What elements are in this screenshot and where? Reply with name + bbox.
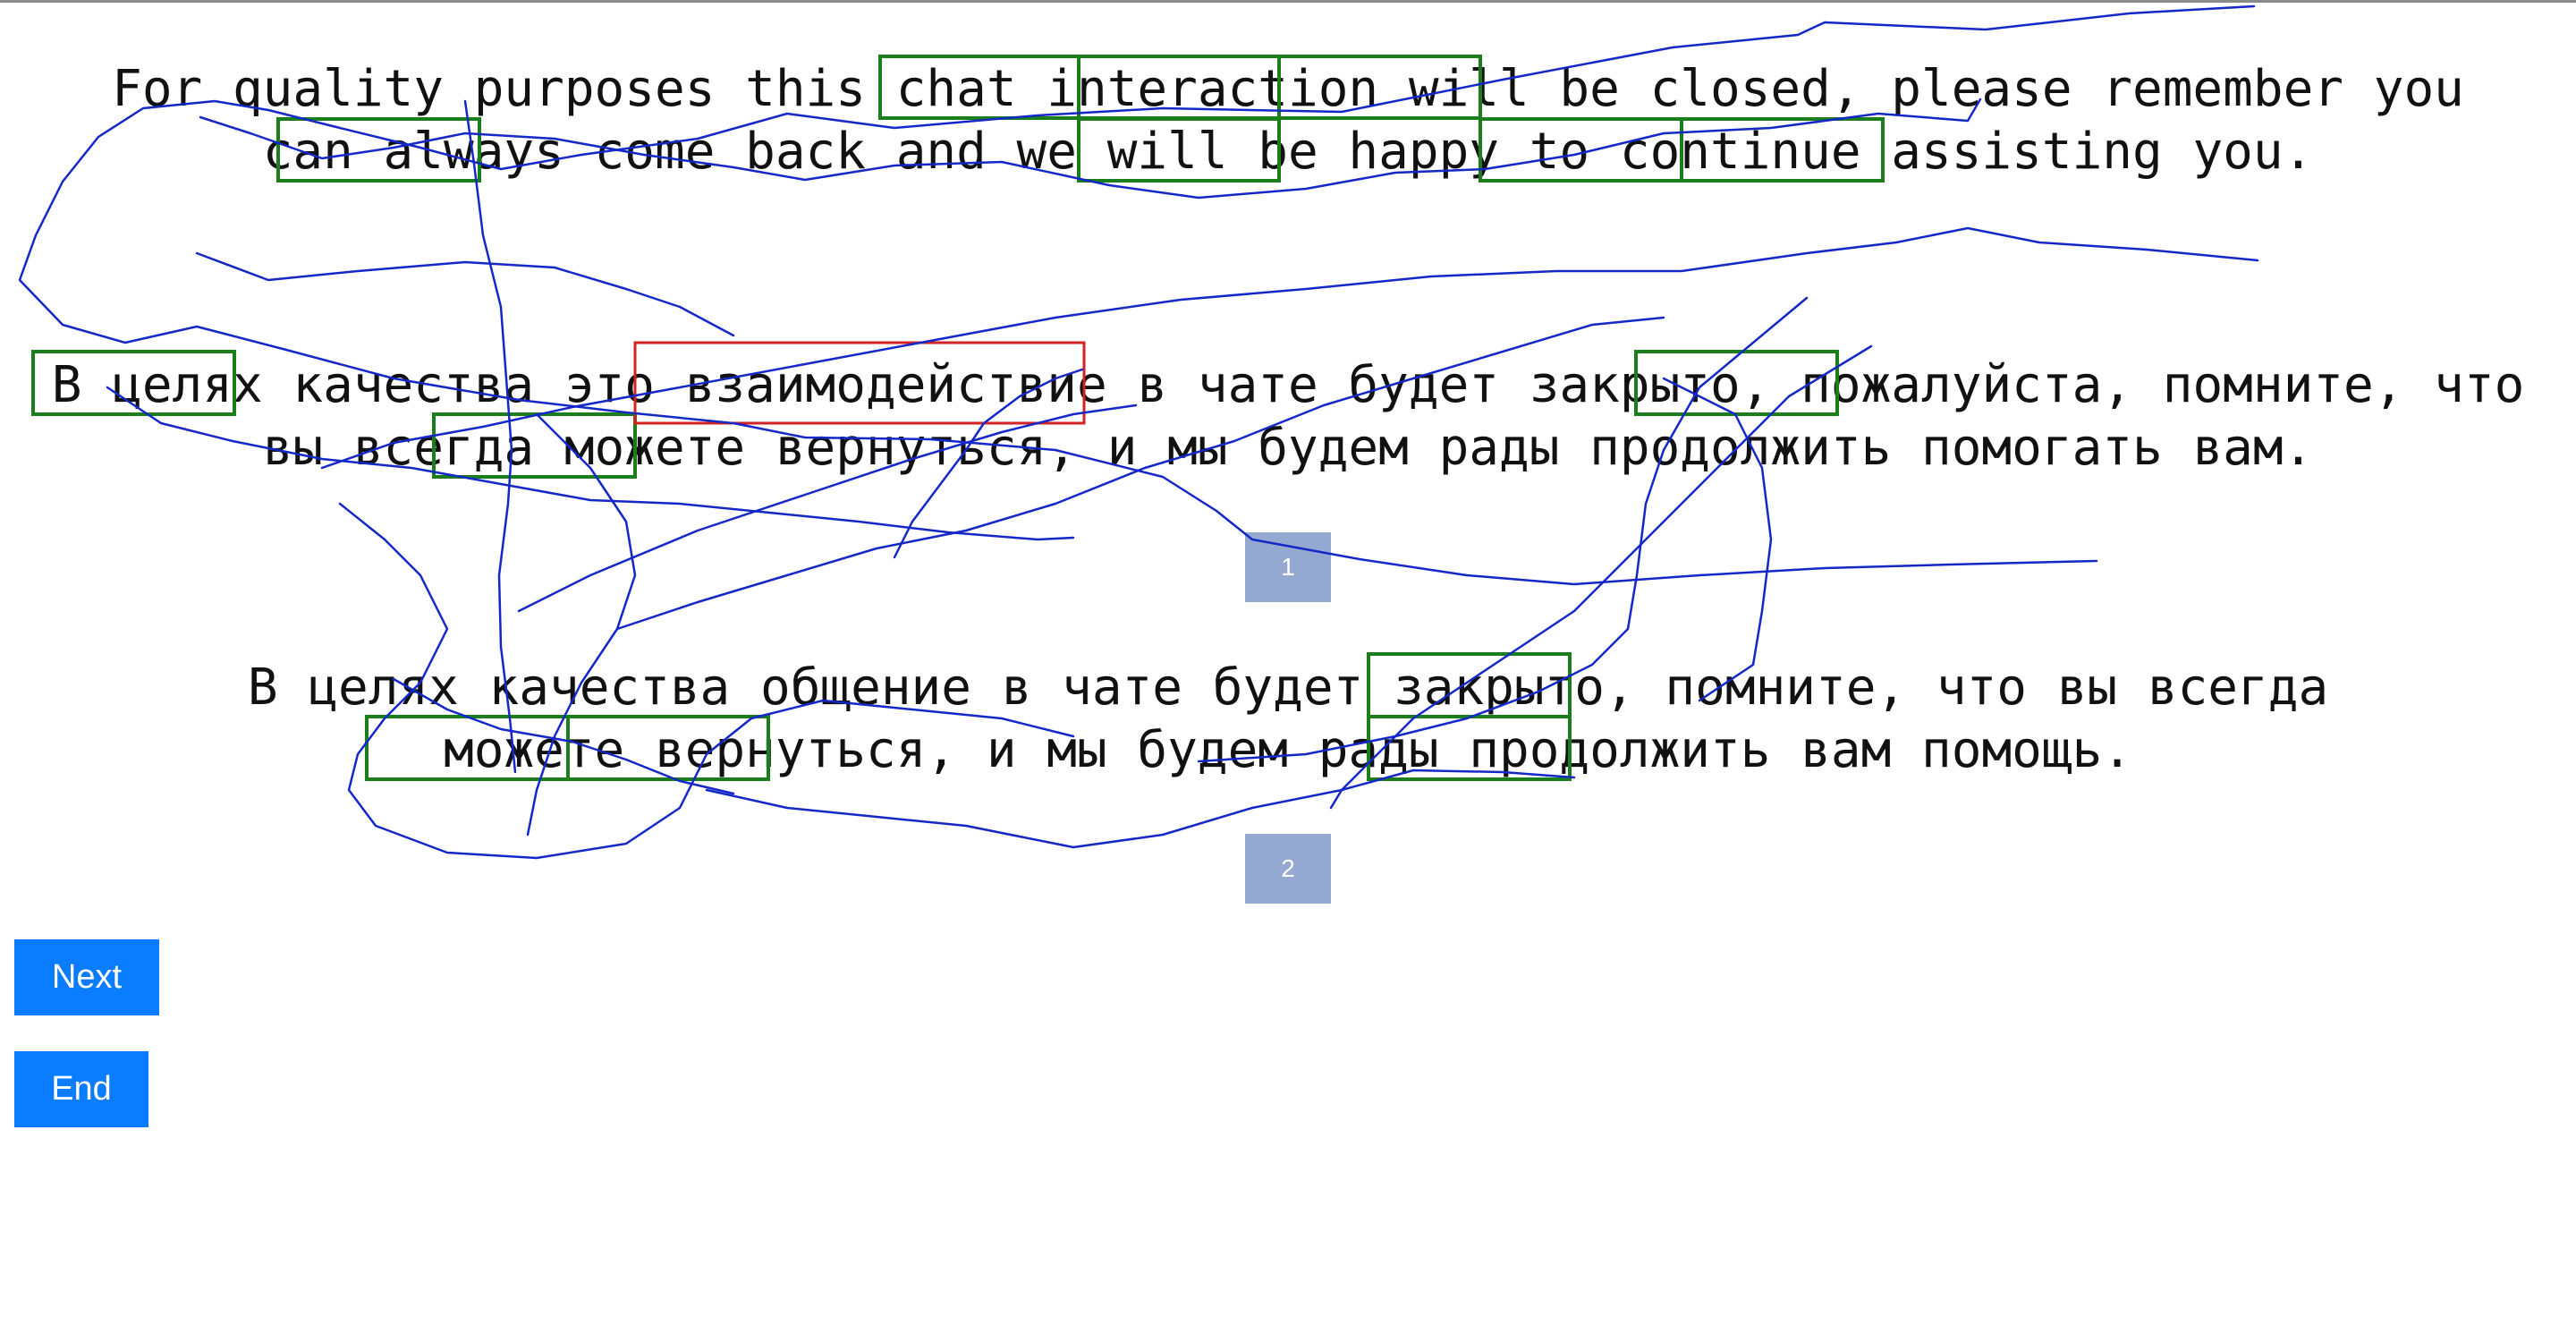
translation-option-1[interactable]: В целях качества это взаимодействие в ча…	[51, 356, 2525, 477]
gaze-path	[195, 251, 735, 337]
next-button[interactable]: Next	[14, 939, 159, 1015]
translation-2-badge[interactable]: 2	[1245, 834, 1331, 904]
source-sentence: For quality purposes this chat interacti…	[112, 60, 2464, 181]
end-button[interactable]: End	[14, 1051, 148, 1127]
translation-option-2[interactable]: В целях качества общение в чате будет за…	[247, 658, 2329, 779]
translation-1-badge[interactable]: 1	[1245, 532, 1331, 602]
